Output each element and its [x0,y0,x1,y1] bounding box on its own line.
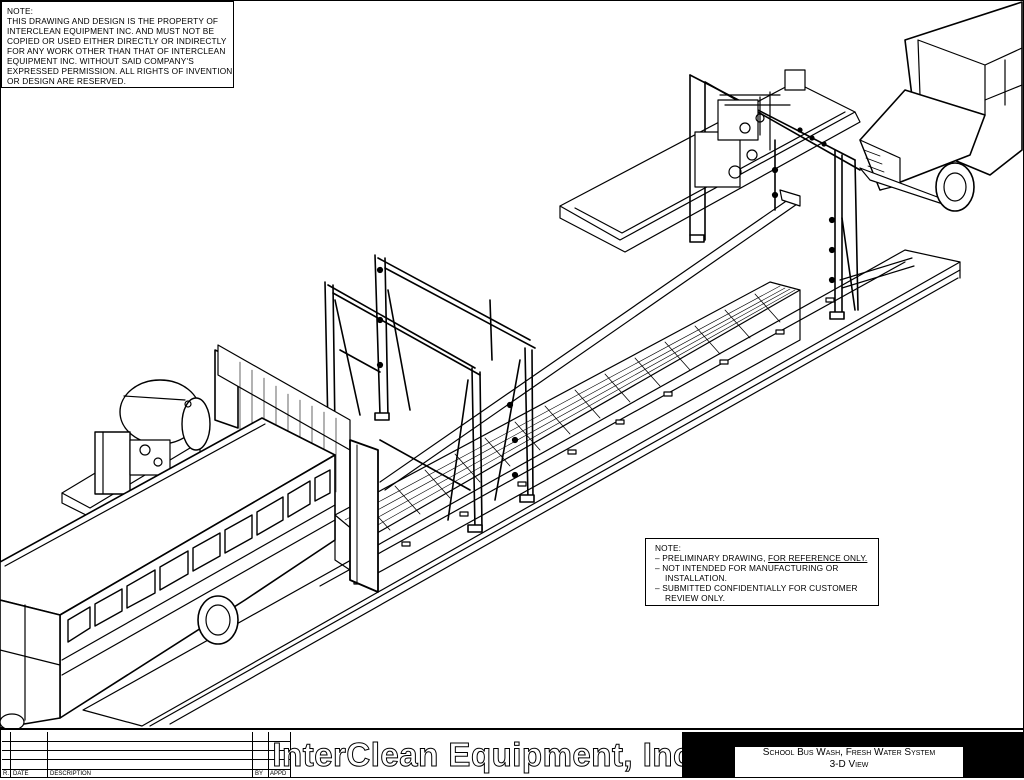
rev-header: R. [3,771,9,777]
property-note-heading: NOTE: [7,6,34,16]
school-bus [0,417,336,728]
property-note-line: INTERCLEAN EQUIPMENT INC. AND MUST NOT B… [7,26,215,36]
reference-only-text: FOR REFERENCE ONLY. [768,553,868,563]
drawing-subtitle: 3-D View [829,759,869,770]
preliminary-note-text: – PRELIMINARY DRAWING, [655,553,769,563]
preliminary-note-line: – SUBMITTED CONFIDENTIALLY FOR CUSTOMER [655,583,858,593]
property-note-line: EXPRESSED PERMISSION. ALL RIGHTS OF INVE… [7,66,233,76]
preliminary-note-heading: NOTE: [655,543,682,553]
date-header: DATE [13,771,29,777]
wash-bay-slab [82,249,961,727]
property-note: NOTE: THIS DRAWING AND DESIGN IS THE PRO… [1,1,234,88]
by-header: BY [255,771,264,777]
company-logo: InterClean Equipment, Inc. [272,732,702,778]
preliminary-note-line: REVIEW ONLY. [665,593,726,603]
front-spray-arch [324,281,483,533]
title-block: R. DATE DESCRIPTION BY APPD InterClean E… [0,728,1024,780]
entrance-door-frames [214,344,379,593]
appd-header: APPD [270,771,287,777]
preliminary-note-line: – PRELIMINARY DRAWING, FOR REFERENCE ONL… [655,553,878,563]
spray-nozzles [376,127,836,479]
pump-control-station [694,69,806,188]
water-tank-skid [61,379,211,519]
property-note-line: OR DESIGN ARE RESERVED. [7,76,127,86]
rear-spray-arch [689,74,861,320]
guide-rail [379,189,915,491]
property-note-line: COPIED OR USED EITHER DIRECTLY OR INDIRE… [7,36,227,46]
property-note-line: EQUIPMENT INC. WITHOUT SAID COMPANY'S [7,56,194,66]
description-header: DESCRIPTION [50,771,92,777]
property-note-line: FOR ANY WORK OTHER THAN THAT OF INTERCLE… [7,46,226,56]
preliminary-note-line: INSTALLATION. [665,573,728,583]
bus-front-exiting [859,1,1023,212]
middle-spray-arch [374,254,536,503]
isometric-drawing [0,1,1023,728]
bus-windows [67,469,331,643]
preliminary-note-line: – NOT INTENDED FOR MANUFACTURING OR [655,563,839,573]
drawing-title: School Bus Wash, Fresh Water System 3-D … [734,746,964,778]
property-note-line: THIS DRAWING AND DESIGN IS THE PROPERTY … [7,16,219,26]
revision-table: R. DATE DESCRIPTION BY APPD [2,732,290,778]
company-name: InterClean Equipment, Inc. [272,736,702,774]
preliminary-note: NOTE: – PRELIMINARY DRAWING, FOR REFEREN… [645,538,879,606]
drawing-title-line: School Bus Wash, Fresh Water System [762,747,936,758]
